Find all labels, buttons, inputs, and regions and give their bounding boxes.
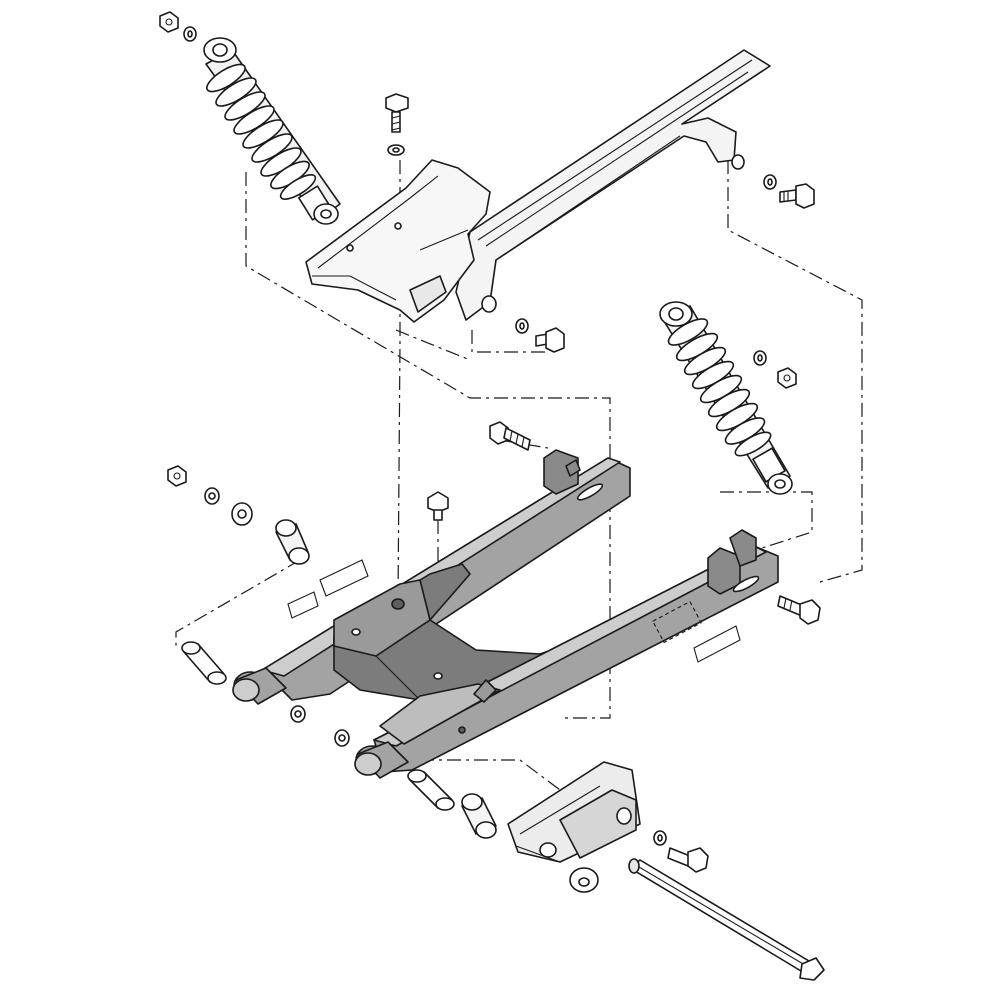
collar-icon	[181, 641, 227, 685]
nut-icon	[159, 11, 797, 487]
pivot-shaft-icon	[628, 858, 825, 981]
rear-shock-absorber-left-icon	[203, 37, 341, 225]
bushing-icon	[275, 519, 310, 565]
bushing-icon	[461, 793, 497, 839]
rear-fender-flap-icon	[305, 159, 491, 323]
label-placeholder-icon	[287, 559, 741, 663]
chain-guard-icon	[455, 49, 771, 321]
chain-slider-icon	[507, 761, 641, 863]
swingarm-icon	[232, 449, 779, 779]
bolt-icon	[385, 93, 821, 873]
washer-icon	[183, 26, 777, 893]
collar-icon	[407, 769, 455, 811]
rear-shock-absorber-right-icon	[659, 301, 793, 495]
